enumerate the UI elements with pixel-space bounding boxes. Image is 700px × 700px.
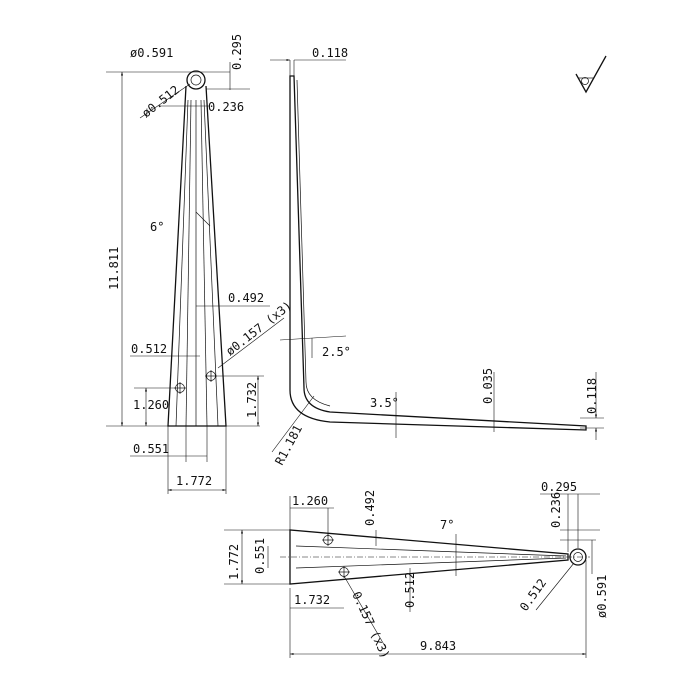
front-view: ø0.591 0.295 ø0.512 0.236 11.811 6° 0.49… xyxy=(106,34,294,494)
front-eye-outer xyxy=(186,70,206,90)
top-hole-offset: 0.492 xyxy=(363,490,377,526)
top-eye-inner xyxy=(573,552,583,562)
front-hole-low: 1.260 xyxy=(133,398,169,412)
top-length: 9.843 xyxy=(420,639,456,653)
side-lean-angle: 2.5° xyxy=(322,345,351,359)
top-hole-dia: 0.157 (x3) xyxy=(349,589,392,660)
front-taper-angle: 6° xyxy=(150,220,164,234)
top-top-width: 0.236 xyxy=(549,492,563,528)
front-view-outline xyxy=(167,85,227,427)
front-height: 11.811 xyxy=(107,247,121,290)
top-eye-outer xyxy=(569,548,587,566)
front-hole-offset: 0.492 xyxy=(228,291,264,305)
front-hole-left: 0.512 xyxy=(131,342,167,356)
side-arm-thickness: 0.035 xyxy=(481,368,495,404)
top-hole-left: 1.260 xyxy=(292,494,328,508)
top-hole-pos: 0.512 xyxy=(403,572,417,608)
side-tip-thickness: 0.118 xyxy=(585,378,599,414)
front-eye-offset: 0.295 xyxy=(230,34,244,70)
top-hole-low: 1.732 xyxy=(294,593,330,607)
front-eye-outer-dia: ø0.591 xyxy=(130,46,173,60)
top-eye-offset: 0.295 xyxy=(541,480,577,494)
side-view-outline xyxy=(289,75,587,431)
front-eye-inner-dia: ø0.512 xyxy=(139,83,182,121)
front-top-width: 0.236 xyxy=(208,100,244,114)
top-taper-angle: 7° xyxy=(440,518,454,532)
front-base-width: 1.772 xyxy=(176,474,212,488)
top-eye-outer-dia: ø0.591 xyxy=(595,575,609,618)
top-base-inner: 0.551 xyxy=(253,538,267,574)
surface-finish-icon xyxy=(575,55,607,94)
front-eye-inner xyxy=(190,74,202,86)
side-top-thickness: 0.118 xyxy=(312,46,348,60)
front-base-inner: 0.551 xyxy=(133,442,169,456)
front-hole-high: 1.732 xyxy=(245,382,259,418)
top-view: 1.260 0.492 7° 0.295 0.236 1.772 0.551 1… xyxy=(224,480,609,661)
side-arm-angle: 3.5° xyxy=(370,396,399,410)
top-eye-inner-dia: 0.512 xyxy=(517,576,549,614)
front-hole-dia: ø0.157 (x3) xyxy=(223,298,294,358)
side-view: 0.118 2.5° 3.5° 0.035 0.118 R1.181 xyxy=(270,46,604,467)
top-view-outline xyxy=(289,529,569,585)
top-base-width: 1.772 xyxy=(227,544,241,580)
